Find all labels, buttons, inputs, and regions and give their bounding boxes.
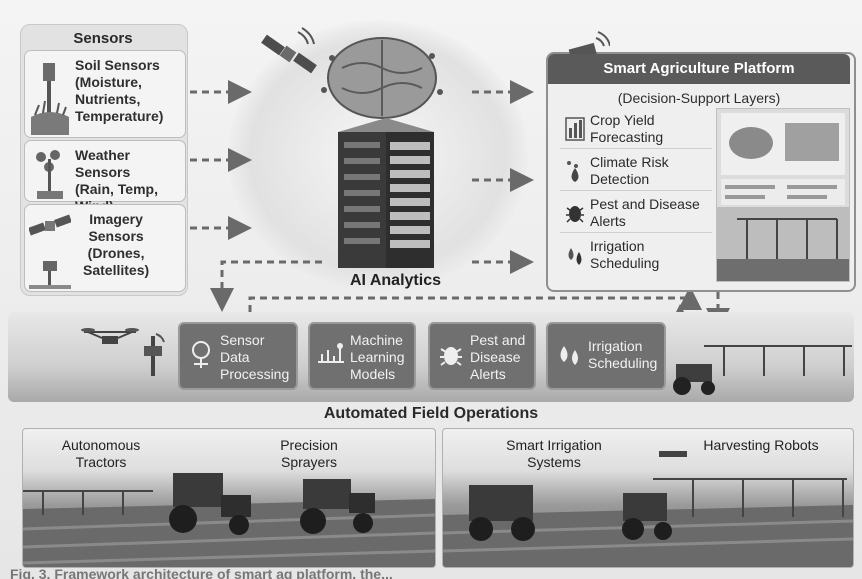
drop-icon bbox=[567, 161, 579, 182]
layer-pest-disease: Pest and Disease Alerts bbox=[560, 194, 712, 233]
proc-sensor-line-3: Processing bbox=[220, 366, 290, 382]
bug-icon bbox=[440, 347, 462, 366]
label-precision-line-2: Sprayers bbox=[280, 454, 338, 470]
ml-icon bbox=[318, 343, 344, 363]
proc-pest-line-3: Alerts bbox=[470, 366, 506, 382]
soil-sensor-line-1: Soil Sensors bbox=[75, 57, 160, 73]
layer-crop-yield: Crop Yield Forecasting bbox=[560, 110, 712, 149]
dashboard-preview bbox=[716, 108, 850, 282]
tractor-irrigation-icon bbox=[673, 345, 852, 395]
server-rack-icon bbox=[338, 118, 434, 268]
field-sensor-icon bbox=[144, 333, 165, 376]
dashboard-image bbox=[717, 113, 849, 281]
soil-sensor-icon bbox=[31, 63, 69, 135]
layer-climate-risk: Climate Risk Detection bbox=[560, 152, 712, 191]
bar-chart-icon bbox=[565, 117, 585, 141]
platform-subtitle: (Decision-Support Layers) bbox=[617, 90, 781, 106]
imagery-sensor-line-4: Satellites) bbox=[83, 262, 150, 278]
label-harvesting-robots: Harvesting Robots bbox=[681, 437, 841, 454]
field-panel-right: Smart Irrigation Systems Harvesting Robo… bbox=[442, 428, 854, 568]
layer-pest-line-1: Pest and Disease bbox=[590, 196, 700, 212]
tree-network-icon bbox=[192, 341, 210, 368]
layer-irrigation-line-1: Irrigation bbox=[590, 238, 645, 254]
layer-crop-yield-line-2: Forecasting bbox=[590, 129, 664, 145]
field-panel-left: Autonomous Tractors Precision Sprayers bbox=[22, 428, 436, 568]
proc-ml-line-3: Models bbox=[350, 366, 396, 382]
weather-sensor-icon bbox=[36, 150, 63, 199]
layer-climate-risk-line-2: Detection bbox=[590, 171, 650, 187]
layer-crop-yield-line-1: Crop Yield bbox=[590, 112, 655, 128]
imagery-sensor-card: Imagery Sensors (Drones, Satellites) bbox=[24, 204, 186, 292]
field-scene-left bbox=[23, 473, 435, 567]
platform-title: Smart Agriculture Platform bbox=[548, 54, 850, 84]
proc-sensor-line-2: Data bbox=[220, 349, 250, 365]
label-harvesting-line-1: Harvesting Robots bbox=[703, 437, 819, 453]
satellite-top-icon bbox=[261, 27, 317, 74]
proc-irrigation: Irrigation Scheduling bbox=[546, 322, 666, 390]
proc-pest-line-2: Disease bbox=[470, 349, 521, 365]
arrow-ai-to-processing bbox=[210, 260, 322, 312]
field-scene-right bbox=[443, 451, 853, 567]
imagery-sensor-line-2: Sensors bbox=[88, 228, 144, 244]
imagery-sensor-line-3: (Drones, bbox=[87, 245, 145, 261]
layer-irrigation: Irrigation Scheduling bbox=[560, 236, 712, 274]
drone-icon bbox=[81, 328, 139, 344]
water-drops-icon bbox=[560, 346, 578, 365]
label-smart-irrigation: Smart Irrigation Systems bbox=[479, 437, 629, 471]
soil-sensor-line-3: Nutrients, bbox=[75, 91, 141, 107]
water-drops-icon bbox=[568, 248, 582, 265]
proc-ml-line-2: Learning bbox=[350, 349, 405, 365]
label-autonomous-tractors: Autonomous Tractors bbox=[41, 437, 161, 471]
layer-climate-risk-line-1: Climate Risk bbox=[590, 154, 669, 170]
soil-sensor-line-2: (Moisture, bbox=[75, 74, 142, 90]
soil-sensor-line-4: Temperature) bbox=[75, 108, 164, 124]
ai-analytics-label: AI Analytics bbox=[350, 272, 441, 289]
weather-sensor-card: Weather Sensors (Rain, Temp, Wind) bbox=[24, 140, 186, 214]
sensors-title: Sensors bbox=[73, 30, 133, 47]
label-autonomous-line-2: Tractors bbox=[75, 454, 127, 470]
label-autonomous-line-1: Autonomous bbox=[61, 437, 141, 453]
proc-sensor-line-1: Sensor bbox=[220, 332, 265, 348]
bug-icon bbox=[566, 206, 584, 223]
proc-irrigation-line-1: Irrigation bbox=[588, 338, 643, 354]
label-precision-sprayers: Precision Sprayers bbox=[259, 437, 359, 471]
brain-icon bbox=[321, 37, 443, 119]
operations-title: Automated Field Operations bbox=[323, 405, 539, 422]
figure-caption: Fig. 3. Framework architecture of smart … bbox=[10, 566, 393, 579]
label-precision-line-1: Precision bbox=[280, 437, 338, 453]
proc-sensor-data: Sensor Data Processing bbox=[178, 322, 298, 390]
proc-ml-line-1: Machine bbox=[350, 332, 403, 348]
imagery-sensor-line-1: Imagery bbox=[89, 211, 143, 227]
proc-irrigation-line-2: Scheduling bbox=[588, 355, 658, 371]
proc-pest-alerts: Pest and Disease Alerts bbox=[428, 322, 536, 390]
proc-pest-line-1: Pest and bbox=[470, 332, 526, 348]
satellite-icon bbox=[29, 214, 71, 289]
layer-irrigation-line-2: Scheduling bbox=[590, 255, 660, 271]
weather-sensor-line-2: (Rain, Temp, bbox=[75, 181, 158, 197]
soil-sensor-card: Soil Sensors (Moisture, Nutrients, Tempe… bbox=[24, 50, 186, 138]
label-smart-irrigation-line-2: Systems bbox=[527, 454, 581, 470]
weather-sensor-line-1: Weather Sensors bbox=[75, 147, 131, 180]
label-smart-irrigation-line-1: Smart Irrigation bbox=[506, 437, 602, 453]
proc-machine-learning: Machine Learning Models bbox=[308, 322, 416, 390]
layer-pest-line-2: Alerts bbox=[590, 213, 626, 229]
